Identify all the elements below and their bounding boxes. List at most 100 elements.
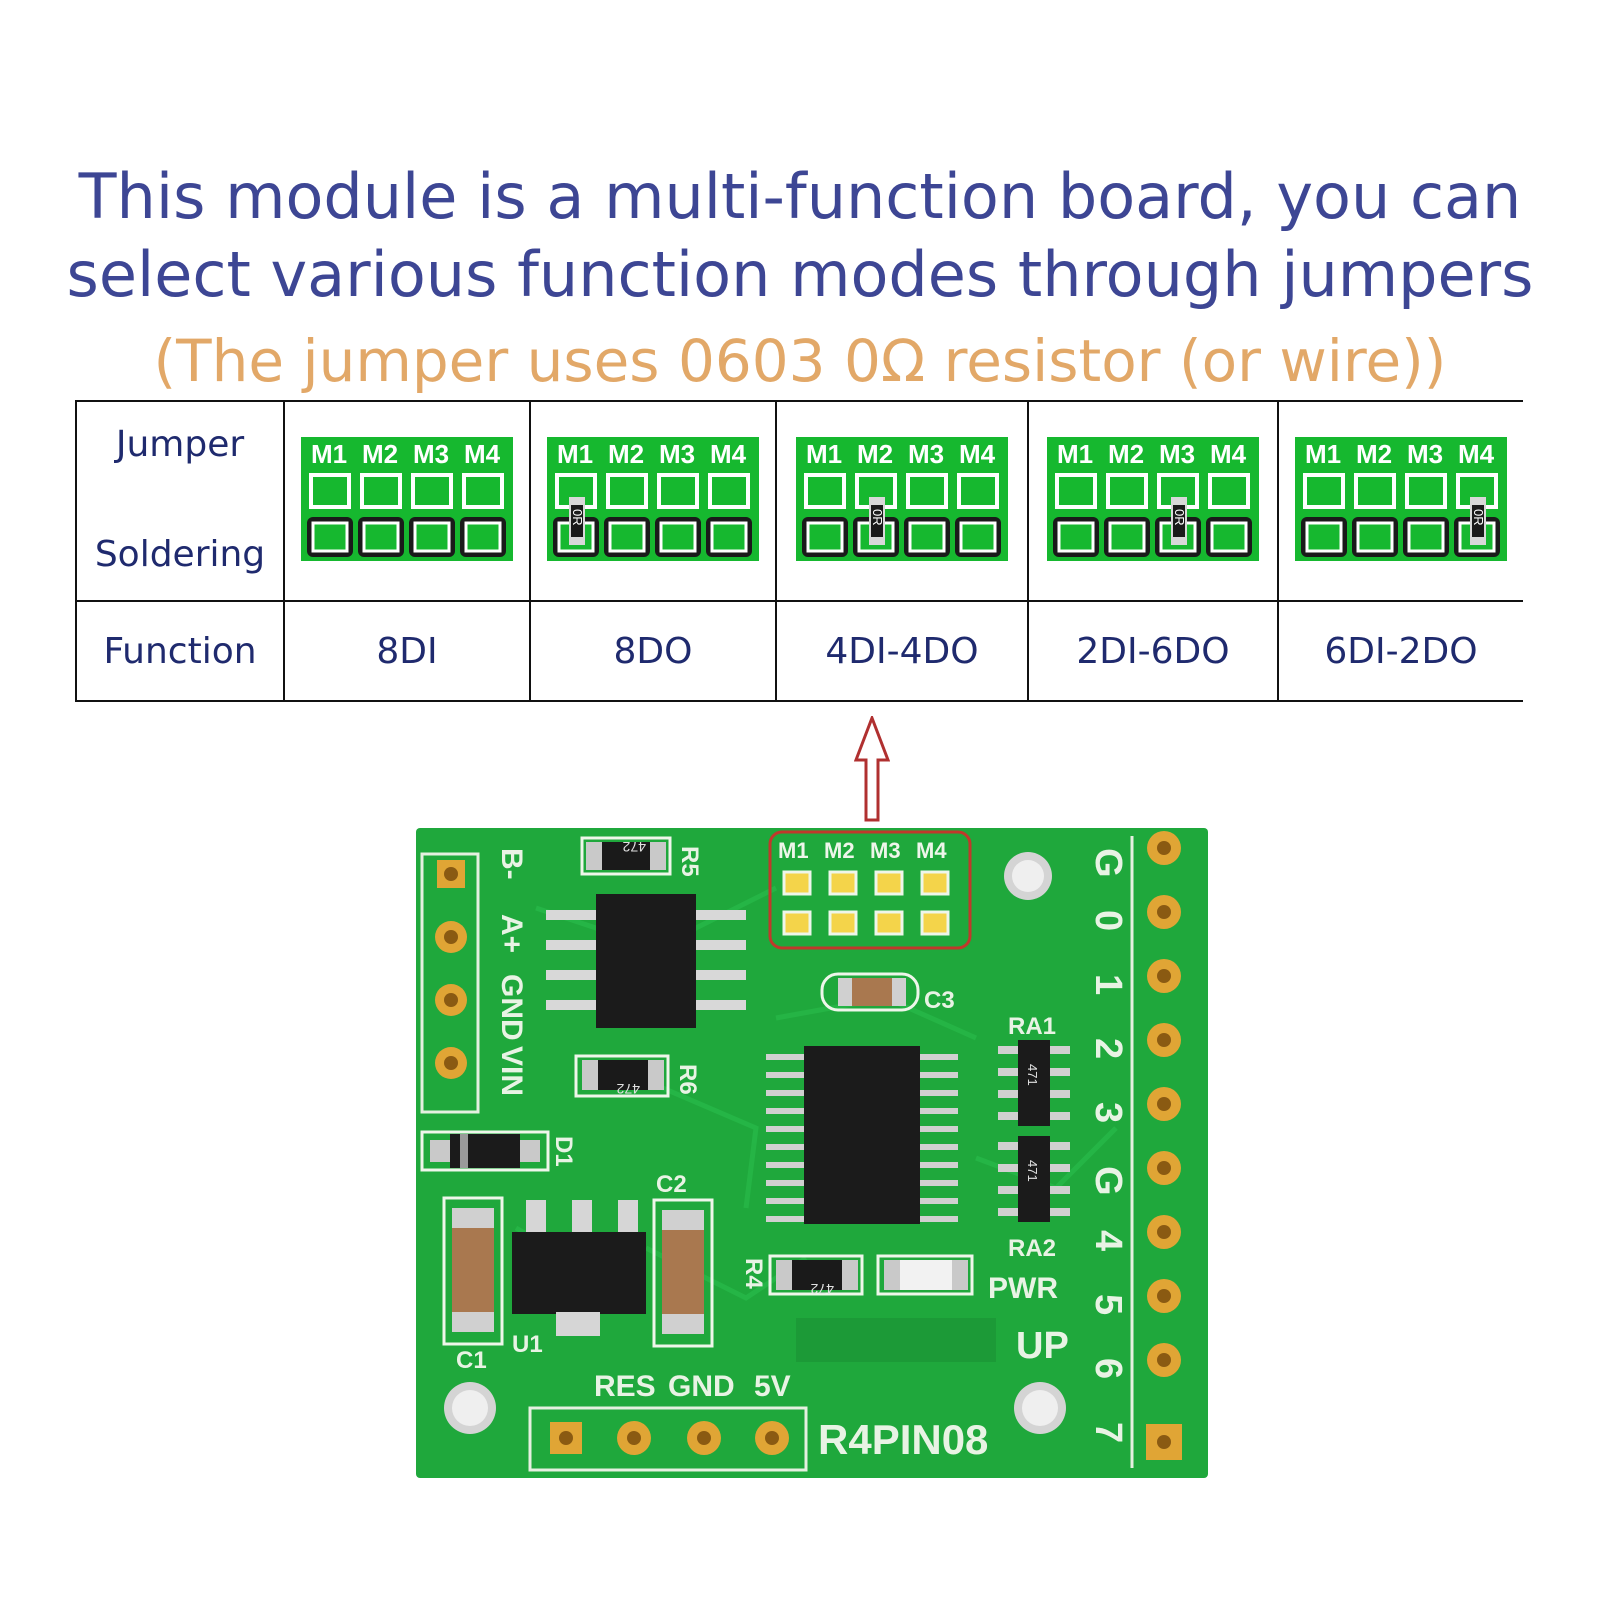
right-label-6: 6 (1087, 1358, 1129, 1379)
pad-label: M4 (464, 439, 501, 469)
u1-label: U1 (512, 1331, 543, 1358)
pad-label-m2: M2 (824, 838, 855, 863)
solder-pad (311, 521, 349, 553)
top-pad (906, 473, 948, 509)
function-label: Function (75, 600, 285, 702)
ra2-resistor-array (1018, 1136, 1050, 1222)
jumper-resistor-label: 0R (1471, 509, 1486, 526)
pad-label: M3 (1159, 439, 1195, 469)
c3-capacitor (852, 978, 892, 1006)
svg-text:471: 471 (1025, 1160, 1040, 1182)
pad-label: M4 (1458, 439, 1495, 469)
right-label-7: 7 (1087, 1422, 1129, 1443)
pad-label-m1: M1 (778, 838, 809, 863)
left-header-outline (420, 852, 480, 1114)
top-pad (1303, 473, 1345, 509)
pwr-label: PWR (988, 1272, 1058, 1305)
jumper-note: (The jumper uses 0603 0Ω resistor (or wi… (153, 327, 1447, 395)
function-6di-2do: 6DI-2DO (1277, 600, 1523, 702)
top-pad (309, 473, 351, 509)
board-model-label: R4PIN08 (818, 1416, 988, 1463)
jumper-soldering-label-cell: Jumper Soldering (75, 400, 285, 602)
top-pad (657, 473, 699, 509)
left-header-pin-1-hole (444, 867, 458, 881)
right-label-1: 1 (1087, 974, 1129, 995)
pwr-led-outline (876, 1254, 974, 1296)
top-pad (1106, 473, 1148, 509)
svg-text:472: 472 (622, 839, 646, 855)
right-label-0: 0 (1087, 910, 1129, 931)
solder-pad (959, 521, 997, 553)
bottom-header-outline (528, 1406, 808, 1472)
pad-label: M4 (959, 439, 996, 469)
r6-label: R6 (674, 1064, 701, 1095)
jumper-resistor-label: 0R (570, 509, 585, 526)
r5-label: R5 (676, 846, 703, 877)
pad-label-m3: M3 (870, 838, 901, 863)
top-pad (804, 473, 846, 509)
function-2di-6do: 2DI-6DO (1027, 600, 1279, 702)
r4-label: R4 (740, 1258, 767, 1289)
left-label-gnd: GND (495, 974, 528, 1041)
solder-pad (608, 521, 646, 553)
c2-outline (652, 1198, 714, 1348)
bottom-label-5v: 5V (754, 1370, 791, 1403)
soldering-label: Soldering (94, 534, 266, 575)
pad-label: M1 (1057, 439, 1093, 469)
jumper-resistor-label: 0R (1172, 509, 1187, 526)
pad-label: M1 (1305, 439, 1341, 469)
jumper-pads-highlight (768, 830, 972, 950)
solder-pad (1356, 521, 1394, 553)
pad-label: M2 (1108, 439, 1144, 469)
right-label-3: 3 (1087, 1102, 1129, 1123)
heading-line-1: This module is a multi-function board, y… (78, 160, 1522, 233)
pad-label: M1 (557, 439, 593, 469)
pad-label: M1 (806, 439, 842, 469)
left-label-vin: VIN (495, 1046, 528, 1096)
solder-pad (1305, 521, 1343, 553)
pad-label: M2 (1356, 439, 1392, 469)
c1-capacitor (452, 1228, 494, 1312)
solder-pad (1407, 521, 1445, 553)
left-label-b-minus: B- (495, 848, 528, 880)
top-pad (462, 473, 504, 509)
r5-resistor (602, 842, 650, 870)
heading: This module is a multi-function board, y… (0, 158, 1600, 314)
right-label-5: 5 (1087, 1294, 1129, 1315)
pad-label-m4: M4 (916, 838, 947, 863)
solder-pad (908, 521, 946, 553)
ra2-label: RA2 (1008, 1235, 1056, 1262)
top-pad (411, 473, 453, 509)
bottom-label-gnd: GND (668, 1370, 735, 1403)
solder-pad (659, 521, 697, 553)
solder-pad (1210, 521, 1248, 553)
top-pad (957, 473, 999, 509)
pcb-board: B- A+ GND VIN 472 R5 472 R6 D1 C1 U1 (416, 828, 1208, 1478)
solder-pad (362, 521, 400, 553)
top-pad (1354, 473, 1396, 509)
solder-pad (464, 521, 502, 553)
silkscreen-blur (796, 1318, 996, 1362)
io-expander-ic (804, 1046, 920, 1224)
u1-regulator (512, 1232, 646, 1314)
top-pad (1055, 473, 1097, 509)
heading-line-2: select various function modes through ju… (66, 238, 1534, 311)
right-label-2: 2 (1087, 1038, 1129, 1059)
pad-label: M3 (908, 439, 944, 469)
solder-pad (413, 521, 451, 553)
right-label-g-1: G (1087, 848, 1129, 878)
solder-pad (1057, 521, 1095, 553)
top-pad (606, 473, 648, 509)
top-pad (1405, 473, 1447, 509)
pad-label: M4 (710, 439, 747, 469)
left-label-a-plus: A+ (495, 914, 528, 953)
right-label-4: 4 (1087, 1230, 1129, 1251)
svg-text:472: 472 (616, 1081, 640, 1097)
pad-label: M3 (413, 439, 449, 469)
